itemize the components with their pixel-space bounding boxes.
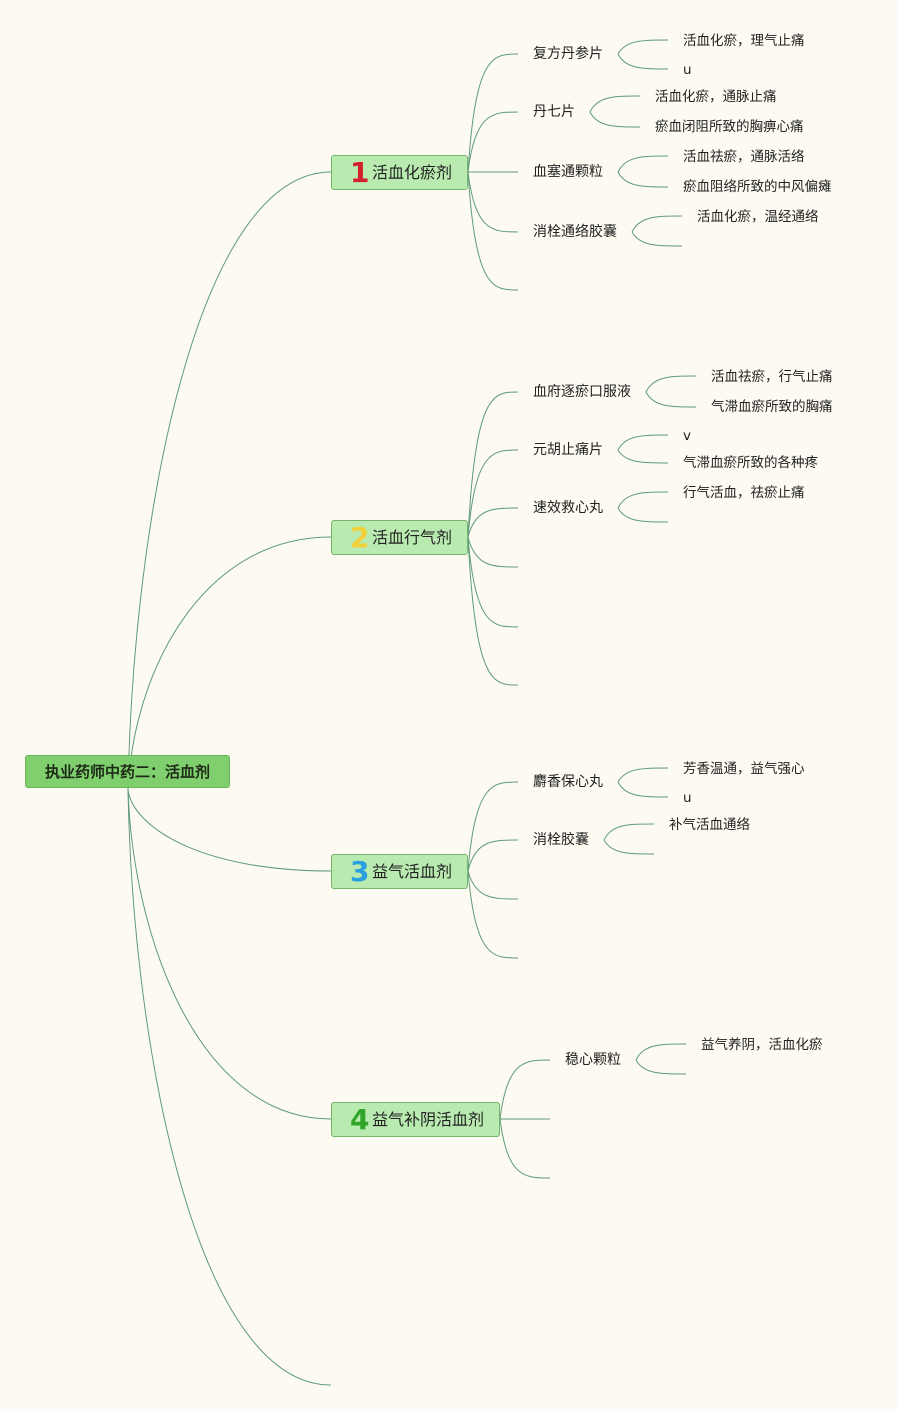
connector-b3-sub-0 bbox=[467, 781, 519, 872]
connector-b3s1-d0 bbox=[603, 823, 655, 841]
connector-b3-sub-3 bbox=[467, 870, 519, 959]
detail-yuanhu-zhitong-2[interactable]: 气滞血瘀所致的各种疼 bbox=[683, 455, 818, 471]
sub-topic-danqi[interactable]: 丹七片 bbox=[533, 104, 575, 120]
connector-b3-sub-2 bbox=[467, 870, 519, 900]
connector-root-empty-5 bbox=[127, 789, 332, 1386]
connector-root-branch-4 bbox=[127, 789, 332, 1120]
branch-2-label: 活血行气剂 bbox=[372, 528, 453, 547]
connector-b1s0-d1 bbox=[617, 53, 669, 70]
branch-2-number: 2 bbox=[350, 521, 370, 554]
sub-topic-xuefu-zhuyu[interactable]: 血府逐瘀口服液 bbox=[533, 384, 631, 400]
connector-b2-sub-4 bbox=[467, 536, 519, 628]
connector-b3s1-d1 bbox=[603, 839, 655, 855]
connector-b1s2-d1 bbox=[617, 171, 669, 188]
branch-3-label: 益气活血剂 bbox=[372, 862, 453, 881]
detail-danqi-1[interactable]: 活血化瘀，通脉止痛 bbox=[655, 89, 777, 105]
sub-topic-xiaoshuan[interactable]: 消栓胶囊 bbox=[533, 832, 589, 848]
detail-shexiang-baoxin-1[interactable]: 芳香温通，益气强心 bbox=[683, 761, 805, 777]
detail-xuefu-zhuyu-2[interactable]: 气滞血瘀所致的胸痛 bbox=[711, 399, 833, 415]
connector-b1s2-d0 bbox=[617, 155, 669, 173]
detail-xuesaitong-2[interactable]: 瘀血阻络所致的中风偏瘫 bbox=[683, 179, 832, 195]
detail-fufang-danshen-2[interactable]: u bbox=[683, 62, 692, 78]
connector-b1s3-d0 bbox=[631, 215, 683, 233]
branch-1-number: 1 bbox=[350, 156, 370, 189]
detail-xuefu-zhuyu-1[interactable]: 活血祛瘀，行气止痛 bbox=[711, 369, 833, 385]
connector-b1-sub-3 bbox=[467, 171, 519, 233]
connector-b1-sub-4 bbox=[467, 171, 519, 291]
detail-yuanhu-zhitong-1[interactable]: v bbox=[683, 428, 691, 444]
root-topic[interactable]: 执业药师中药二：活血剂 bbox=[25, 755, 230, 788]
sub-topic-wenxin[interactable]: 稳心颗粒 bbox=[565, 1052, 621, 1068]
connector-b4-sub-0 bbox=[499, 1059, 551, 1120]
sub-topic-yuanhu-zhitong[interactable]: 元胡止痛片 bbox=[533, 442, 603, 458]
branch-4-label: 益气补阴活血剂 bbox=[372, 1110, 485, 1129]
connector-b4-sub-2 bbox=[499, 1118, 551, 1179]
detail-wenxin-1[interactable]: 益气养阴，活血化瘀 bbox=[701, 1037, 823, 1053]
connector-b3s0-d0 bbox=[617, 767, 669, 783]
connector-b2s2-d1 bbox=[617, 507, 669, 523]
connector-root-branch-3 bbox=[127, 789, 332, 872]
branch-1-label: 活血化瘀剂 bbox=[372, 163, 453, 182]
connector-b2s1-d1 bbox=[617, 449, 669, 464]
detail-shexiang-baoxin-2[interactable]: u bbox=[683, 790, 692, 806]
branch-3-number: 3 bbox=[350, 855, 370, 888]
connector-root-branch-2 bbox=[127, 536, 332, 791]
connector-b2-sub-1 bbox=[467, 449, 519, 538]
connector-b1-sub-1 bbox=[467, 111, 519, 173]
connector-b2s0-d0 bbox=[645, 375, 697, 393]
connector-b2s0-d1 bbox=[645, 391, 697, 408]
sub-topic-suxiao-jiuxin[interactable]: 速效救心丸 bbox=[533, 500, 603, 516]
connector-b2-sub-2 bbox=[467, 507, 519, 538]
detail-danqi-2[interactable]: 瘀血闭阻所致的胸痹心痛 bbox=[655, 119, 804, 135]
connector-b2s1-d0 bbox=[617, 434, 669, 451]
connector-b2-sub-3 bbox=[467, 536, 519, 568]
sub-topic-xiaoshuan-tongluo[interactable]: 消栓通络胶囊 bbox=[533, 224, 617, 240]
connector-b1s0-d0 bbox=[617, 39, 669, 55]
connector-b2s2-d0 bbox=[617, 491, 669, 509]
connector-b3s0-d1 bbox=[617, 781, 669, 798]
connector-b3-sub-1 bbox=[467, 839, 519, 872]
detail-fufang-danshen-1[interactable]: 活血化瘀，理气止痛 bbox=[683, 33, 805, 49]
sub-topic-xuesaitong[interactable]: 血塞通颗粒 bbox=[533, 164, 603, 180]
connector-b2-sub-5 bbox=[467, 536, 519, 686]
connector-b2-sub-0 bbox=[467, 391, 519, 538]
branch-4-number: 4 bbox=[350, 1103, 370, 1136]
connector-root-branch-1 bbox=[127, 171, 332, 791]
detail-xuesaitong-1[interactable]: 活血祛瘀，通脉活络 bbox=[683, 149, 805, 165]
connector-b1-sub-0 bbox=[467, 53, 519, 173]
detail-xiaoshuan-tongluo-1[interactable]: 活血化瘀，温经通络 bbox=[697, 209, 819, 225]
detail-suxiao-jiuxin-1[interactable]: 行气活血，祛瘀止痛 bbox=[683, 485, 805, 501]
connector-b1s3-d1 bbox=[631, 231, 683, 247]
connector-b1s1-d0 bbox=[589, 95, 641, 113]
detail-xiaoshuan-1[interactable]: 补气活血通络 bbox=[669, 817, 750, 833]
connector-b1s1-d1 bbox=[589, 111, 641, 128]
connector-b4s0-d0 bbox=[635, 1043, 687, 1061]
sub-topic-shexiang-baoxin[interactable]: 麝香保心丸 bbox=[533, 774, 603, 790]
connector-b4s0-d1 bbox=[635, 1059, 687, 1075]
sub-topic-fufang-danshen[interactable]: 复方丹参片 bbox=[533, 46, 603, 62]
